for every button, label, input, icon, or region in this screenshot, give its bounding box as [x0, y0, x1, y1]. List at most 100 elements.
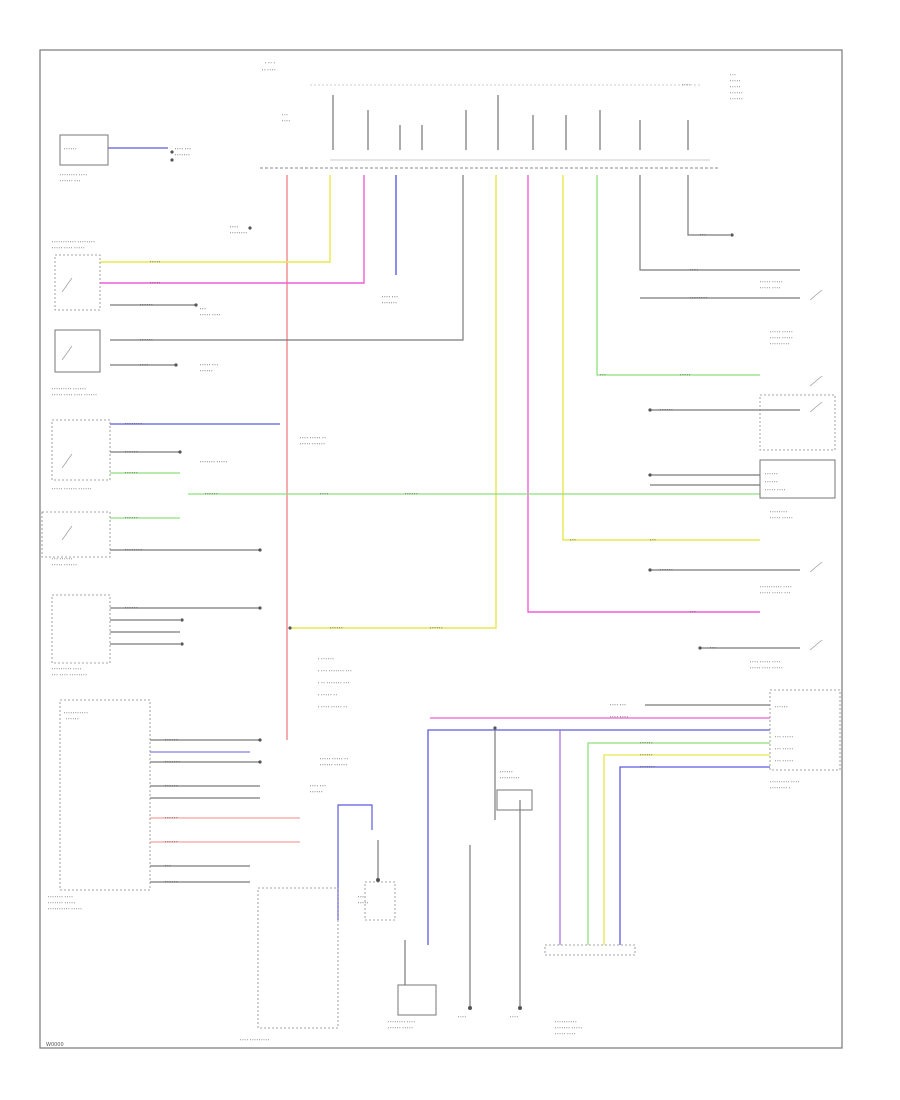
svg-text:ﾟﾟﾟﾟﾟ ﾟﾟﾟﾟ: ﾟﾟﾟﾟﾟ ﾟﾟﾟﾟ: [200, 313, 221, 320]
svg-text:ﾟﾟﾟﾟﾟﾟ: ﾟﾟﾟﾟﾟﾟ: [775, 705, 789, 712]
svg-text:ﾟﾟﾟﾟﾟﾟ ﾟﾟﾟ: ﾟﾟﾟﾟﾟﾟ ﾟﾟﾟ: [60, 179, 81, 186]
svg-text:ﾟﾟﾟﾟ: ﾟﾟﾟﾟ: [690, 268, 699, 275]
svg-text:ﾟﾟﾟﾟﾟﾟ: ﾟﾟﾟﾟﾟﾟ: [165, 816, 179, 823]
svg-text:ﾟﾟﾟ: ﾟﾟﾟ: [165, 864, 172, 871]
wire-yellow-top: [100, 175, 331, 263]
svg-text:ﾟﾟﾟﾟﾟﾟ: ﾟﾟﾟﾟﾟﾟ: [125, 471, 139, 478]
svg-text:ﾟﾟﾟﾟﾟ ﾟﾟﾟﾟ: ﾟﾟﾟﾟﾟ ﾟﾟﾟﾟ: [760, 286, 781, 293]
svg-text:ﾟﾟﾟﾟﾟﾟﾟﾟ: ﾟﾟﾟﾟﾟﾟﾟﾟ: [230, 231, 248, 238]
svg-text:ﾟﾟﾟﾟﾟ: ﾟﾟﾟﾟﾟ: [150, 281, 161, 288]
svg-text:ﾟﾟﾟﾟ ﾟﾟﾟﾟ: ﾟﾟﾟﾟ ﾟﾟﾟﾟ: [610, 715, 629, 722]
svg-text:ﾟﾟﾟﾟﾟ ﾟﾟﾟﾟ ﾟﾟﾟﾟﾟ: ﾟﾟﾟﾟﾟ ﾟﾟﾟﾟ ﾟﾟﾟﾟﾟ: [52, 246, 86, 253]
svg-text:ﾟ ﾟﾟﾟﾟﾟ ﾟﾟ: ﾟ ﾟﾟﾟﾟﾟ ﾟﾟ: [318, 693, 338, 700]
svg-text:ﾟﾟﾟﾟﾟﾟﾟ: ﾟﾟﾟﾟﾟﾟﾟ: [382, 301, 398, 308]
svg-text:ﾟﾟﾟ: ﾟﾟﾟ: [690, 610, 697, 617]
svg-text:ﾟﾟﾟﾟﾟﾟﾟﾟ: ﾟﾟﾟﾟﾟﾟﾟﾟ: [125, 422, 143, 429]
svg-text:ﾟﾟﾟﾟﾟﾟﾟ ﾟﾟﾟﾟﾟ: ﾟﾟﾟﾟﾟﾟﾟ ﾟﾟﾟﾟﾟ: [555, 1026, 583, 1033]
svg-text:ﾟﾟﾟ ﾟﾟﾟﾟﾟ: ﾟﾟﾟ ﾟﾟﾟﾟﾟ: [775, 735, 794, 742]
svg-text:ﾟ ﾟﾟﾟﾟﾟﾟ: ﾟ ﾟﾟﾟﾟﾟﾟ: [318, 657, 335, 664]
svg-text:ﾟ ﾟﾟﾟ ﾟﾟﾟﾟﾟﾟﾟ ﾟﾟﾟ: ﾟ ﾟﾟﾟ ﾟﾟﾟﾟﾟﾟﾟ ﾟﾟﾟ: [318, 669, 353, 676]
svg-text:ﾟﾟﾟﾟﾟﾟ: ﾟﾟﾟﾟﾟﾟ: [730, 91, 744, 98]
svg-text:ﾟﾟﾟ: ﾟﾟﾟ: [650, 538, 657, 545]
svg-text:ﾟﾟﾟﾟﾟﾟﾟﾟﾟ ﾟﾟﾟﾟﾟﾟ: ﾟﾟﾟﾟﾟﾟﾟﾟﾟ ﾟﾟﾟﾟﾟﾟ: [52, 387, 87, 394]
svg-text:ﾟﾟﾟﾟ: ﾟﾟﾟﾟ: [458, 1015, 467, 1022]
svg-text:ﾟﾟﾟﾟﾟﾟ: ﾟﾟﾟﾟﾟﾟ: [125, 450, 139, 457]
wire-labels: ﾟﾟﾟﾟﾟ ﾟﾟﾟﾟﾟ ﾟﾟﾟﾟﾟﾟ ﾟﾟﾟﾟﾟﾟ ﾟﾟﾟﾟ ﾟﾟﾟﾟﾟﾟﾟﾟ …: [125, 147, 717, 908]
svg-text:ﾟﾟﾟﾟ ﾟﾟﾟ: ﾟﾟﾟﾟ ﾟﾟﾟ: [175, 147, 192, 154]
top-module-connector: ﾟ ﾟﾟ ﾟ ﾟﾟ ﾟﾟﾟﾟ ﾟﾟﾟ ﾟﾟﾟﾟ ﾟﾟﾟﾟ ﾟﾟﾟ ﾟﾟﾟﾟﾟ ﾟ…: [260, 61, 744, 169]
svg-text:ﾟﾟﾟﾟﾟﾟ: ﾟﾟﾟﾟﾟﾟ: [140, 338, 154, 345]
svg-text:ﾟﾟﾟﾟﾟﾟﾟ ﾟﾟﾟﾟﾟ: ﾟﾟﾟﾟﾟﾟﾟ ﾟﾟﾟﾟﾟ: [200, 460, 228, 467]
svg-text:ﾟﾟﾟﾟﾟﾟ: ﾟﾟﾟﾟﾟﾟ: [165, 840, 179, 847]
wire-yellow-bottom: [603, 754, 770, 945]
footer-code: W0000: [46, 1042, 64, 1048]
svg-text:ﾟﾟﾟﾟ ﾟﾟﾟﾟﾟﾟﾟﾟﾟ: ﾟﾟﾟﾟ ﾟﾟﾟﾟﾟﾟﾟﾟﾟ: [240, 1038, 270, 1045]
component-boxes-right: ﾟﾟﾟﾟﾟﾟ ﾟﾟﾟﾟﾟﾟ ﾟﾟﾟﾟﾟ ﾟﾟﾟﾟ ﾟﾟﾟﾟﾟﾟ ﾟﾟﾟ ﾟﾟﾟﾟ…: [240, 280, 841, 1045]
svg-text:ﾟﾟﾟﾟﾟ ﾟﾟﾟﾟﾟ: ﾟﾟﾟﾟﾟ ﾟﾟﾟﾟﾟ: [760, 280, 784, 287]
svg-text:ﾟﾟﾟﾟﾟﾟﾟﾟﾟ ﾟﾟﾟﾟ: ﾟﾟﾟﾟﾟﾟﾟﾟﾟ ﾟﾟﾟﾟ: [770, 780, 800, 787]
svg-text:ﾟ ﾟﾟ ﾟﾟﾟﾟﾟﾟﾟ ﾟﾟﾟ: ﾟ ﾟﾟ ﾟﾟﾟﾟﾟﾟﾟ ﾟﾟﾟ: [318, 681, 350, 688]
svg-text:ﾟﾟﾟﾟﾟﾟﾟﾟﾟ: ﾟﾟﾟﾟﾟﾟﾟﾟﾟ: [500, 776, 520, 783]
svg-text:ﾟﾟﾟﾟ ﾟﾟﾟ: ﾟﾟﾟﾟ ﾟﾟﾟ: [310, 784, 327, 791]
svg-text:ﾟﾟﾟﾟﾟﾟﾟﾟ: ﾟﾟﾟﾟﾟﾟﾟﾟ: [690, 296, 708, 303]
svg-text:ﾟﾟﾟﾟﾟﾟ: ﾟﾟﾟﾟﾟﾟ: [765, 472, 779, 479]
svg-text:ﾟﾟﾟﾟﾟﾟ: ﾟﾟﾟﾟﾟﾟ: [405, 492, 419, 499]
svg-text:ﾟﾟﾟﾟﾟﾟﾟﾟﾟ: ﾟﾟﾟﾟﾟﾟﾟﾟﾟ: [770, 342, 790, 349]
svg-text:ﾟﾟﾟﾟﾟﾟ: ﾟﾟﾟﾟﾟﾟ: [430, 626, 444, 633]
svg-text:ﾟﾟﾟﾟﾟ ﾟﾟﾟﾟﾟﾟ: ﾟﾟﾟﾟﾟ ﾟﾟﾟﾟﾟﾟ: [300, 442, 326, 449]
svg-text:ﾟﾟﾟﾟﾟﾟﾟ: ﾟﾟﾟﾟﾟﾟﾟ: [640, 765, 656, 772]
svg-text:ﾟﾟﾟﾟﾟ ﾟﾟﾟﾟ ﾟﾟﾟﾟ ﾟﾟﾟﾟﾟﾟ: ﾟﾟﾟﾟﾟ ﾟﾟﾟﾟ ﾟﾟﾟﾟ ﾟﾟﾟﾟﾟﾟ: [52, 393, 98, 400]
svg-text:ﾟﾟﾟﾟ: ﾟﾟﾟﾟ: [140, 363, 149, 370]
svg-text:ﾟﾟﾟﾟﾟﾟﾟﾟﾟ ﾟﾟﾟﾟ: ﾟﾟﾟﾟﾟﾟﾟﾟﾟ ﾟﾟﾟﾟ: [52, 667, 82, 674]
svg-text:ﾟﾟﾟﾟﾟﾟ: ﾟﾟﾟﾟﾟﾟ: [125, 606, 139, 613]
wire-green-right: [596, 175, 760, 376]
svg-text:ﾟﾟﾟﾟ ﾟﾟﾟ: ﾟﾟﾟﾟ ﾟﾟﾟ: [382, 295, 399, 302]
svg-text:ﾟﾟﾟ ﾟﾟﾟﾟﾟ: ﾟﾟﾟ ﾟﾟﾟﾟﾟ: [775, 759, 794, 766]
component-boxes-left: ﾟﾟﾟﾟﾟﾟ ﾟﾟﾟﾟﾟﾟﾟﾟ ﾟﾟﾟﾟ ﾟﾟﾟﾟﾟﾟ ﾟﾟﾟ ﾟﾟﾟﾟﾟﾟﾟﾟ…: [41, 134, 151, 914]
svg-text:ﾟﾟ ﾟﾟﾟﾟ: ﾟﾟ ﾟﾟﾟﾟ: [262, 68, 277, 75]
switch-symbols: [61, 277, 823, 651]
svg-text:ﾟﾟﾟﾟﾟ: ﾟﾟﾟﾟﾟ: [358, 901, 369, 908]
svg-text:ﾟﾟﾟﾟﾟﾟﾟﾟ ﾟﾟﾟﾟ: ﾟﾟﾟﾟﾟﾟﾟﾟ ﾟﾟﾟﾟ: [388, 1020, 416, 1027]
svg-text:ﾟﾟﾟﾟﾟﾟﾟﾟﾟﾟ ﾟﾟﾟﾟ: ﾟﾟﾟﾟﾟﾟﾟﾟﾟﾟ ﾟﾟﾟﾟ: [760, 585, 793, 592]
gray-wires: [110, 175, 800, 1010]
svg-text:ﾟﾟﾟﾟﾟﾟ: ﾟﾟﾟﾟﾟﾟ: [205, 492, 219, 499]
svg-text:ﾟﾟﾟﾟﾟ ﾟﾟﾟﾟﾟ: ﾟﾟﾟﾟﾟ ﾟﾟﾟﾟﾟ: [770, 336, 794, 343]
svg-text:ﾟﾟﾟﾟﾟ ﾟﾟﾟﾟ: ﾟﾟﾟﾟﾟ ﾟﾟﾟﾟ: [765, 488, 786, 495]
svg-text:ﾟﾟﾟﾟﾟ ﾟﾟﾟﾟﾟﾟ ﾟﾟﾟﾟﾟﾟ: ﾟﾟﾟﾟﾟ ﾟﾟﾟﾟﾟﾟ ﾟﾟﾟﾟﾟﾟ: [52, 487, 92, 494]
svg-text:ﾟﾟﾟﾟﾟﾟ: ﾟﾟﾟﾟﾟﾟ: [140, 303, 154, 310]
svg-text:ﾟﾟﾟﾟﾟﾟﾟ: ﾟﾟﾟﾟﾟﾟﾟ: [165, 760, 181, 767]
svg-text:ﾟﾟﾟﾟﾟ ﾟﾟﾟﾟ ﾟﾟﾟﾟﾟ: ﾟﾟﾟﾟﾟ ﾟﾟﾟﾟ ﾟﾟﾟﾟﾟ: [750, 666, 784, 673]
svg-text:ﾟﾟﾟﾟ: ﾟﾟﾟﾟ: [510, 1015, 519, 1022]
svg-text:ﾟﾟﾟﾟﾟﾟﾟ: ﾟﾟﾟﾟﾟﾟﾟ: [175, 153, 191, 160]
svg-text:ﾟﾟﾟ: ﾟﾟﾟ: [570, 538, 577, 545]
svg-text:ﾟﾟﾟﾟﾟﾟﾟﾟﾟﾟ ﾟﾟﾟﾟﾟ: ﾟﾟﾟﾟﾟﾟﾟﾟﾟﾟ ﾟﾟﾟﾟﾟ: [48, 907, 83, 914]
svg-text:ﾟﾟﾟﾟﾟ ﾟﾟﾟﾟﾟ: ﾟﾟﾟﾟﾟ ﾟﾟﾟﾟﾟ: [770, 330, 794, 337]
svg-text:ﾟﾟﾟ: ﾟﾟﾟ: [200, 307, 207, 314]
svg-text:ﾟﾟﾟﾟﾟﾟﾟ ﾟﾟﾟﾟ: ﾟﾟﾟﾟﾟﾟﾟ ﾟﾟﾟﾟ: [48, 895, 74, 902]
svg-text:ﾟﾟﾟﾟﾟﾟﾟﾟﾟﾟﾟ: ﾟﾟﾟﾟﾟﾟﾟﾟﾟﾟﾟ: [64, 711, 89, 718]
wire-blue-bottom-2: [337, 804, 373, 920]
svg-text:ﾟﾟﾟﾟﾟﾟ: ﾟﾟﾟﾟﾟﾟ: [660, 568, 674, 575]
wire-pink-top: [100, 175, 365, 284]
svg-text:ﾟﾟﾟﾟﾟﾟ ﾟﾟﾟﾟﾟ: ﾟﾟﾟﾟﾟﾟ ﾟﾟﾟﾟﾟ: [388, 1026, 414, 1033]
svg-text:ﾟﾟﾟﾟﾟ ﾟﾟﾟﾟ: ﾟﾟﾟﾟﾟ ﾟﾟﾟﾟ: [555, 1032, 576, 1039]
svg-text:ﾟﾟﾟﾟ ﾟﾟﾟﾟﾟ ﾟﾟﾟﾟ: ﾟﾟﾟﾟ ﾟﾟﾟﾟﾟ ﾟﾟﾟﾟ: [750, 660, 781, 667]
wire-yellow-right: [562, 175, 760, 541]
svg-text:ﾟﾟﾟﾟﾟ: ﾟﾟﾟﾟﾟ: [680, 373, 691, 380]
svg-text:ﾟﾟﾟﾟﾟﾟ: ﾟﾟﾟﾟﾟﾟ: [730, 97, 744, 104]
svg-text:ﾟﾟﾟﾟﾟﾟﾟ ﾟﾟﾟﾟﾟ: ﾟﾟﾟﾟﾟﾟﾟ ﾟﾟﾟﾟﾟ: [48, 901, 76, 908]
svg-text:ﾟﾟﾟﾟﾟﾟ: ﾟﾟﾟﾟﾟﾟ: [330, 626, 344, 633]
svg-text:ﾟ ﾟﾟ ﾟ: ﾟ ﾟﾟ ﾟ: [265, 61, 276, 68]
svg-text:ﾟﾟﾟﾟ: ﾟﾟﾟﾟ: [230, 225, 239, 232]
svg-text:ﾟﾟﾟﾟﾟﾟ: ﾟﾟﾟﾟﾟﾟ: [66, 717, 80, 724]
svg-text:ﾟﾟﾟﾟﾟ ﾟﾟﾟ: ﾟﾟﾟﾟﾟ ﾟﾟﾟ: [200, 363, 219, 370]
svg-text:ﾟﾟﾟﾟﾟﾟ: ﾟﾟﾟﾟﾟﾟ: [200, 369, 214, 376]
svg-text:ﾟﾟﾟ: ﾟﾟﾟ: [358, 895, 365, 902]
svg-text:ﾟﾟﾟﾟﾟﾟ: ﾟﾟﾟﾟﾟﾟ: [64, 147, 78, 154]
svg-text:ﾟﾟﾟ: ﾟﾟﾟ: [600, 373, 607, 380]
svg-text:ﾟﾟﾟﾟﾟﾟﾟﾟ: ﾟﾟﾟﾟﾟﾟﾟﾟ: [770, 510, 788, 517]
svg-text:ﾟﾟﾟﾟﾟﾟ: ﾟﾟﾟﾟﾟﾟ: [125, 516, 139, 523]
svg-text:ﾟﾟﾟﾟ: ﾟﾟﾟﾟ: [320, 492, 329, 499]
